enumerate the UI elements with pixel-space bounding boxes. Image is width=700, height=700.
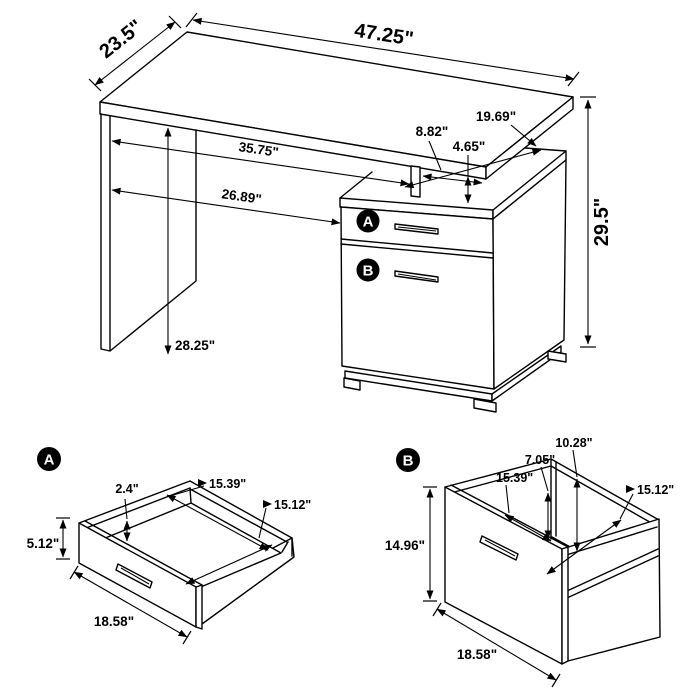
dim-b-interior-depth-label: 15.12" xyxy=(637,483,674,497)
drawer-b-front-panel-end-cap xyxy=(561,546,569,665)
dim-cabinet-top-depth-label: 19.69" xyxy=(476,109,516,124)
dim-gap-height: 4.65" xyxy=(453,139,486,204)
drawer-a-detail-view: A 2.4" 15.39" 15.12" xyxy=(27,447,311,645)
dim-a-interior-height-label: 2.4" xyxy=(115,482,138,496)
dim-gap-height-label: 4.65" xyxy=(453,139,486,154)
drawer-b-badge-circle xyxy=(356,258,380,282)
dim-b-front-width-label: 18.58" xyxy=(457,647,497,662)
cabinet-front xyxy=(340,206,495,390)
dim-a-front-height-label: 5.12" xyxy=(27,536,60,551)
dim-a-interior-width: 15.39" xyxy=(166,477,269,551)
cabinet-base-right xyxy=(491,345,562,402)
drawer-a-badge-letter: A xyxy=(363,214,374,231)
drawer-a-front-panel-end-cap xyxy=(195,584,203,630)
dim-a-interior-height: 2.4" xyxy=(115,482,139,542)
drawer-b-detail-handle xyxy=(479,535,519,561)
dim-overall-height: 29.5" xyxy=(580,96,613,348)
drawer-b-detail-badge-letter: B xyxy=(403,453,414,470)
dim-a-front-width-label: 18.58" xyxy=(94,614,134,629)
drawer-b-detail-badge: B xyxy=(396,448,420,472)
dim-clearance-height: 28.25" xyxy=(164,127,215,355)
cabinet-foot-front-right xyxy=(473,398,497,413)
dim-clearance-height-label: 28.25" xyxy=(175,338,215,353)
dim-a-front-width: 18.58" xyxy=(69,565,192,645)
cabinet-foot-front-left xyxy=(343,377,361,391)
desk-left-panel xyxy=(100,113,197,352)
cabinet-right-side xyxy=(492,159,567,390)
drawer-b-detail-badge-circle xyxy=(396,448,420,472)
dim-gap-width: 8.82" xyxy=(416,124,483,186)
dim-b-back-panel-height: 10.28" xyxy=(555,436,593,552)
dim-overall-height-label: 29.5" xyxy=(591,198,613,246)
dim-b-front-height: 14.96" xyxy=(385,486,437,602)
drawer-a-handle xyxy=(394,223,439,235)
cabinet-drawer-gap xyxy=(340,238,494,259)
dim-clearance-width-front: 26.89" xyxy=(111,186,341,226)
cabinet-foot-back-right xyxy=(547,350,567,363)
drawer-a-detail-badge: A xyxy=(37,447,61,471)
drawer-b-handle xyxy=(394,270,439,283)
drawer-a-badge: A xyxy=(356,209,380,233)
drawer-a-badge-circle xyxy=(356,209,380,233)
main-desk-view: A B 47.25" 23.5" 29.5" 35.75" 26.89 xyxy=(88,12,613,413)
dim-b-front-width: 18.58" xyxy=(432,602,561,688)
dim-clearance-width-front-label: 26.89" xyxy=(221,186,263,207)
dim-clearance-width-back: 35.75" xyxy=(111,138,410,187)
drawer-a-detail-badge-letter: A xyxy=(44,452,55,469)
dim-a-interior-depth: 15.12" xyxy=(185,498,311,585)
dim-gap-width-label: 8.82" xyxy=(416,124,449,139)
drawer-b-badge-letter: B xyxy=(363,263,374,280)
dim-b-interior-width: 15.39" xyxy=(496,471,552,542)
drawer-b-detail-view: B 10.28" 7.05" 15.39" xyxy=(385,436,674,688)
dim-top-depth-label: 23.5" xyxy=(95,16,147,63)
dim-b-interior-width-label: 15.39" xyxy=(496,471,533,485)
dim-b-side-panel-height-label: 7.05" xyxy=(525,453,555,467)
dim-b-front-height-label: 14.96" xyxy=(385,538,425,553)
kneehole-divider xyxy=(410,165,421,198)
drawer-b-badge: B xyxy=(356,258,380,282)
dim-clearance-width-back-label: 35.75" xyxy=(238,139,280,160)
drawer-a-detail-badge-circle xyxy=(37,447,61,471)
dim-a-front-height: 5.12" xyxy=(27,517,70,560)
dim-a-interior-depth-label: 15.12" xyxy=(274,498,311,512)
dim-b-back-panel-height-label: 10.28" xyxy=(555,436,592,450)
dim-b-interior-depth: 15.12" xyxy=(546,483,674,575)
dim-a-interior-width-label: 15.39" xyxy=(209,477,246,491)
